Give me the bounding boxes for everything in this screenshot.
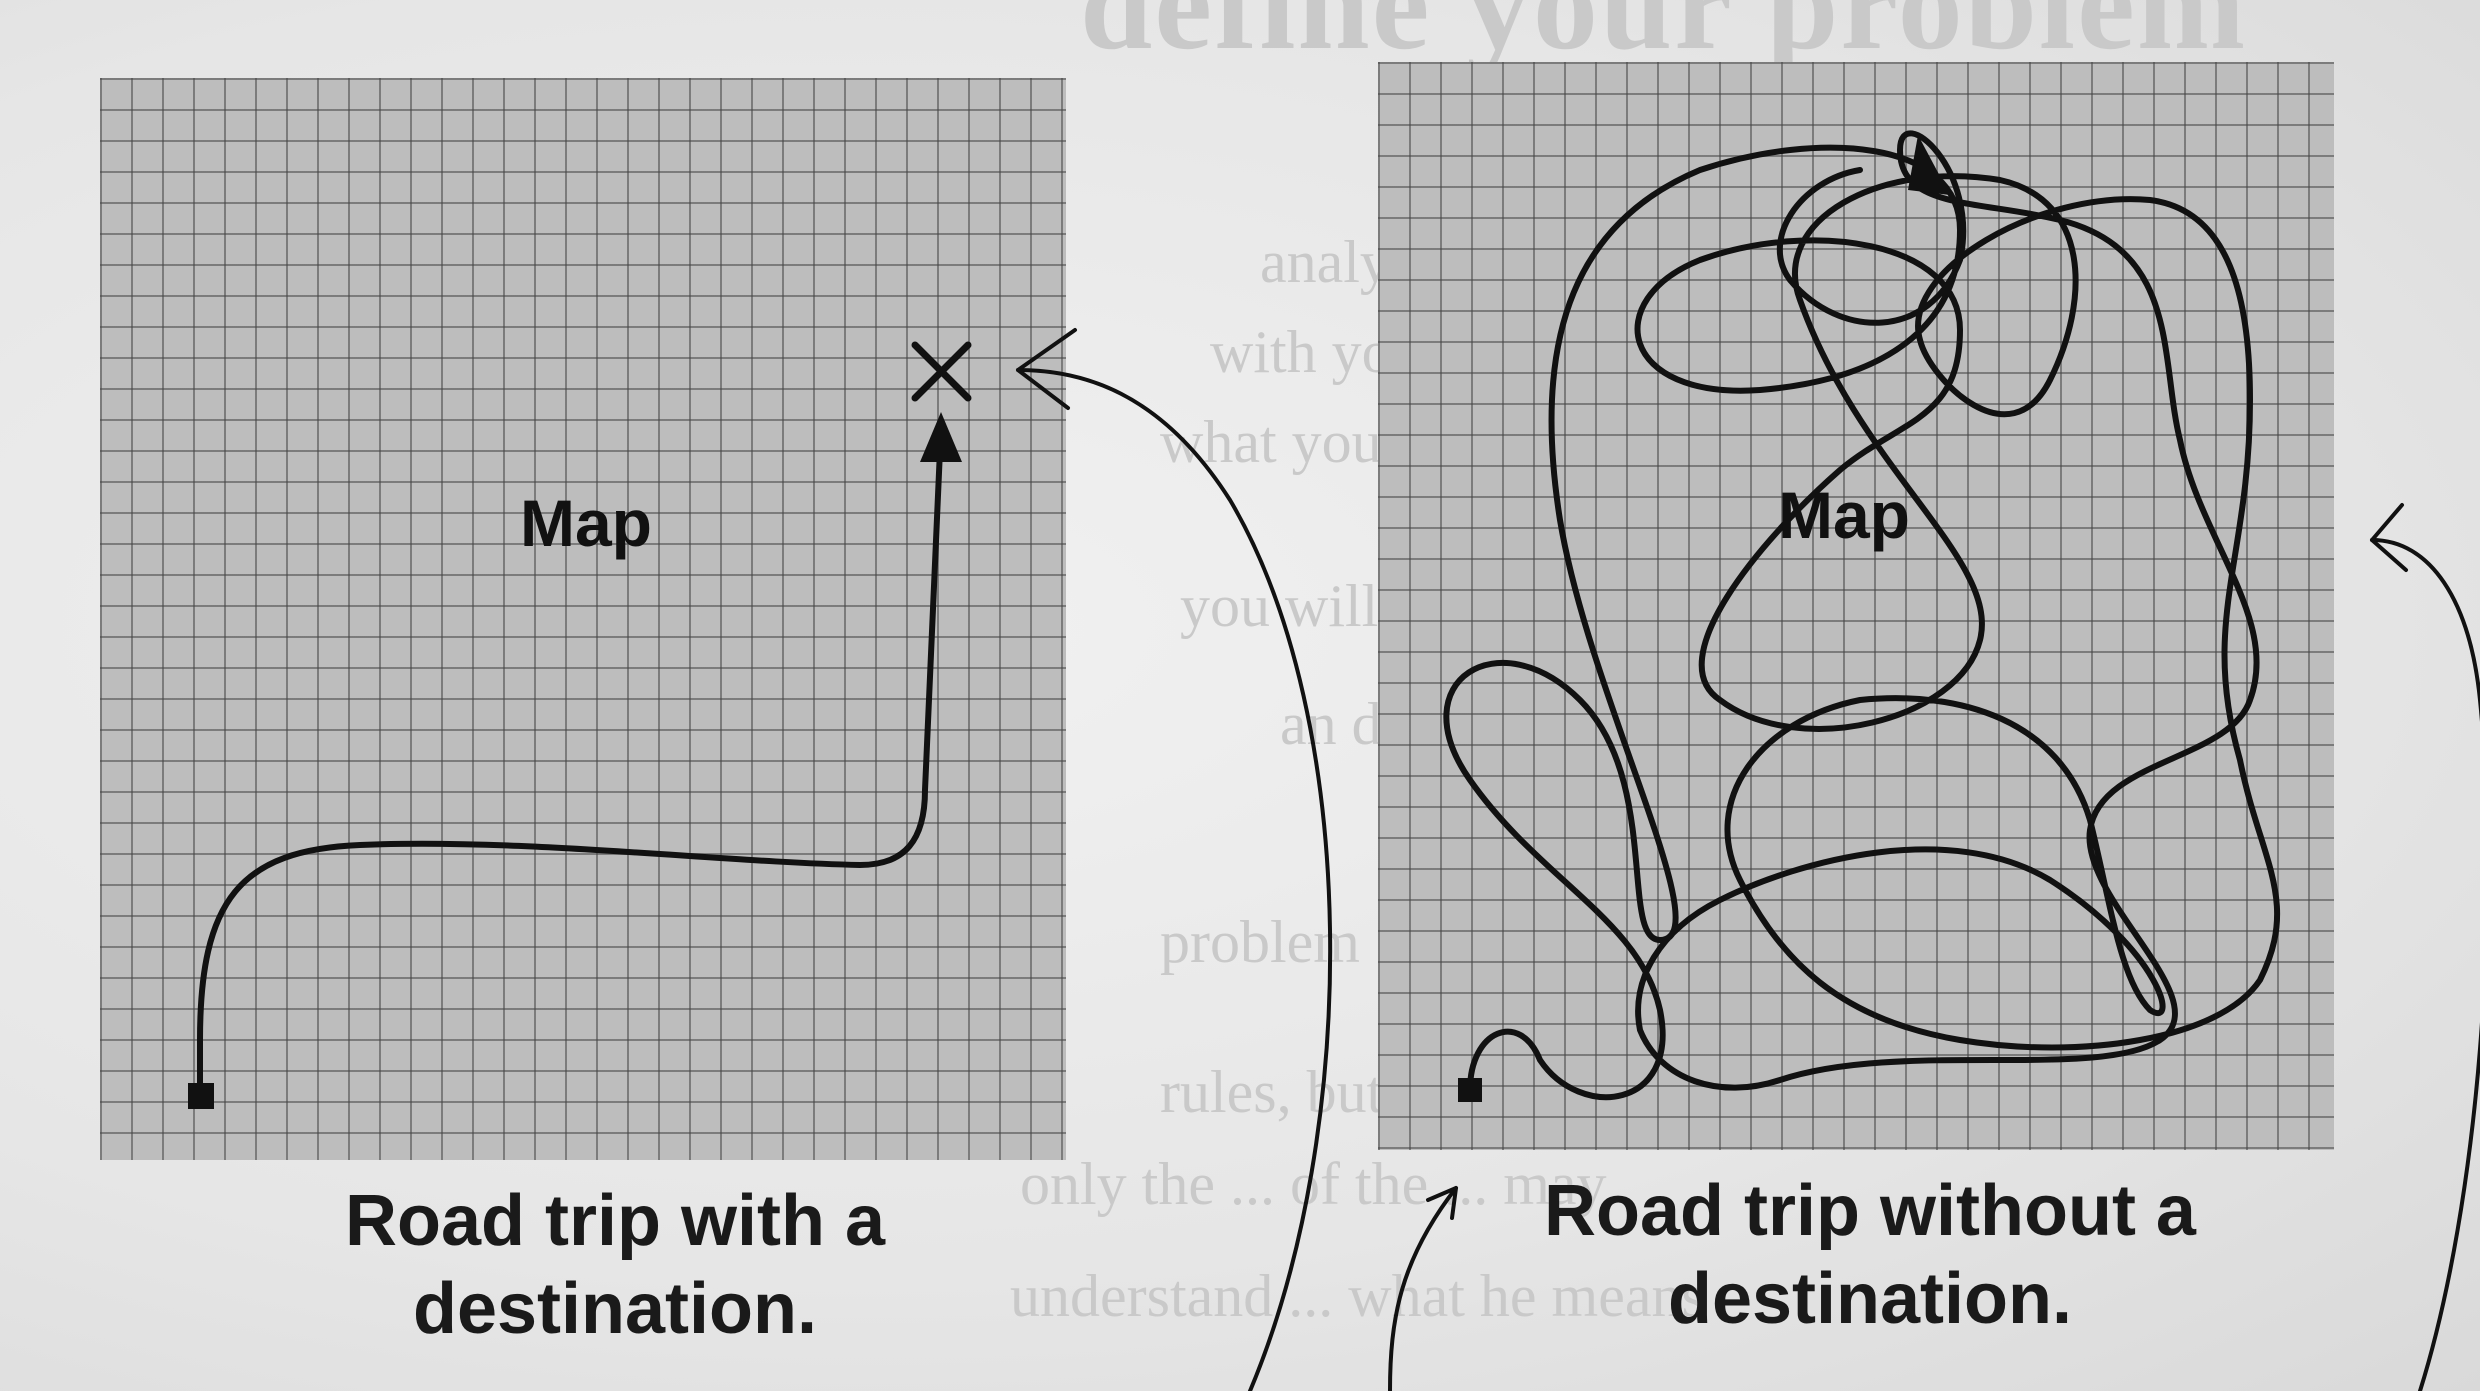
map-label-right: Map [1778,478,1910,552]
callout-arrowhead-right-edge [2370,503,2408,572]
map-label-left: Map [520,486,652,560]
start-marker-left [188,1083,214,1109]
background-text-line: understand ... what he means [1010,1263,1705,1329]
route-arrowhead-right [1908,135,1950,195]
background-text-line: rules, but [1160,1059,1384,1125]
caption-left-line2: destination. [412,1268,817,1349]
wandering-route-path [1443,130,2281,1101]
callout-arrow-right-edge [2370,538,2480,1391]
destination-marker-x [911,341,972,402]
caption-right: Road trip without a destination. [1460,1168,2280,1344]
callout-arrow-to-destination [1016,368,1333,1391]
background-text-line: problem [1160,909,1360,975]
caption-left-line1: Road trip with a [345,1181,885,1261]
callout-arrowhead-destination [1016,328,1077,410]
route-arrowhead-left [920,412,962,462]
caption-right-line2: destination. [1667,1258,2072,1339]
start-marker-right [1458,1078,1482,1102]
direct-route-path [197,447,943,1098]
callout-arrow-to-start [1388,1186,1458,1391]
caption-right-line1: Road trip without a [1544,1171,2196,1251]
caption-left: Road trip with a destination. [230,1178,1000,1354]
callout-arrowhead-start [1426,1186,1458,1220]
map-grid-left [100,78,1066,1160]
